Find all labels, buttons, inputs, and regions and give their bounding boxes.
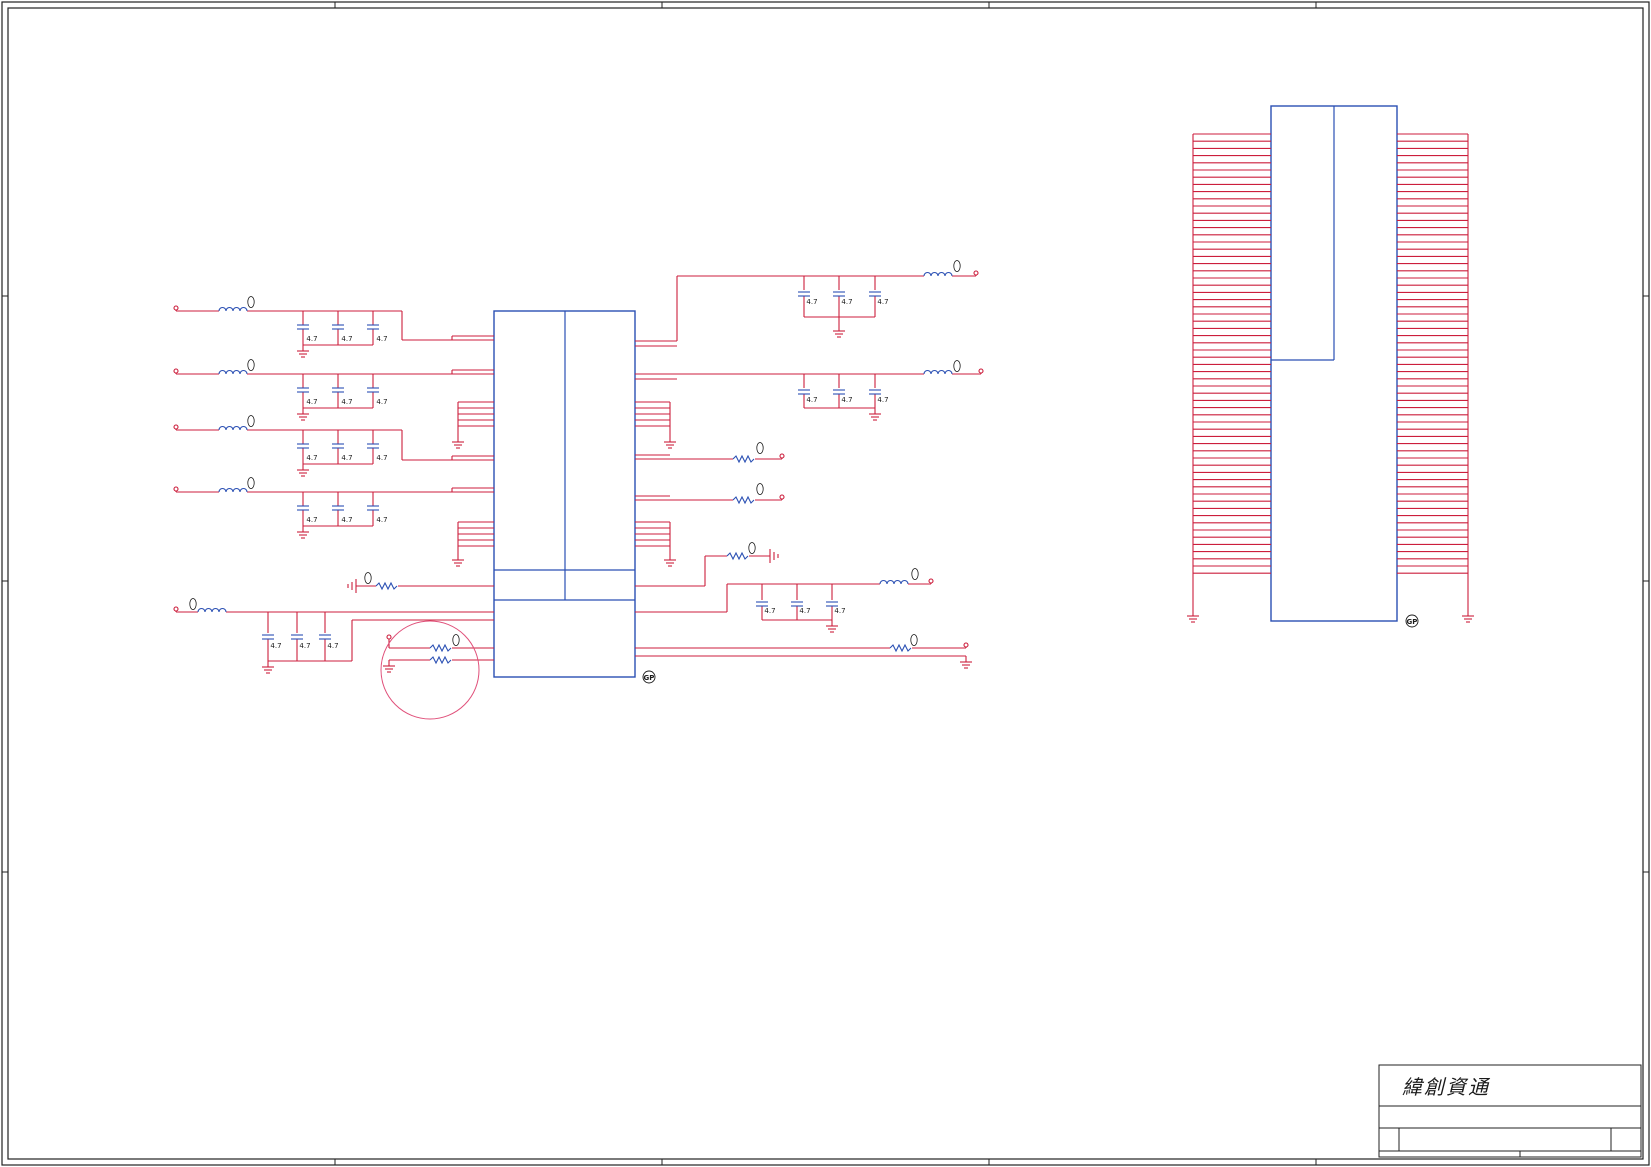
resistor-icon [726,551,749,561]
part-value-label: 4.7 [806,298,817,306]
inductor-icon [923,271,953,277]
part-value-label: 4.7 [341,398,352,406]
part-value-label: 4.7 [341,516,352,524]
refdes-mark [364,572,372,584]
power-port-icon [173,424,179,430]
gp-mark-text: GP [1407,618,1418,626]
review-mark-circle [380,620,480,720]
power-port-icon [173,305,179,311]
power-port-icon [963,642,969,648]
refdes-mark [189,598,197,610]
company-name: 緯創資通 [1402,1075,1490,1099]
resistor-icon [375,581,398,591]
part-value-label: 4.7 [306,454,317,462]
refdes-mark [953,260,961,272]
power-port-icon [386,634,392,640]
part-value-label: 4.7 [841,396,852,404]
refdes-mark [247,415,255,427]
refdes-mark [911,568,919,580]
part-value-label: 4.7 [306,335,317,343]
refdes-mark [247,296,255,308]
refdes-mark [247,477,255,489]
power-port-icon [173,368,179,374]
inductor-icon [218,369,248,375]
power-port-icon [173,606,179,612]
gp-mark [1405,614,1419,628]
part-value-label: 4.7 [306,398,317,406]
part-value-label: 4.7 [376,335,387,343]
part-value-label: 4.7 [341,454,352,462]
resistor-icon [732,495,755,505]
part-value-label: 4.7 [376,454,387,462]
part-value-label: 4.7 [841,298,852,306]
gp-mark [642,670,656,684]
resistor-icon [429,643,452,653]
left-ic-u1[interactable] [493,310,636,678]
part-value-label: 4.7 [877,298,888,306]
part-value-label: 4.7 [877,396,888,404]
inductor-icon [218,306,248,312]
parts [197,271,953,665]
refdes-mark [452,634,460,646]
refdes-mark [756,442,764,454]
refdes-mark [748,542,756,554]
power-port-icon [173,486,179,492]
ground-symbols [262,325,1474,674]
gp-mark-text: GP [644,674,655,682]
part-value-label: 4.7 [799,607,810,615]
title-block [1378,1064,1642,1158]
part-value-label: 4.7 [270,642,281,650]
part-value-label: 4.7 [806,396,817,404]
inductor-icon [923,369,953,375]
wires [173,133,1469,662]
refdes-mark [756,483,764,495]
inductor-icon [218,425,248,431]
part-value-label: 4.7 [834,607,845,615]
right-ic-u2[interactable] [1270,105,1398,622]
part-value-label: 4.7 [327,642,338,650]
power-port-icon [928,578,934,584]
resistor-icon [429,655,452,665]
inductor-icon [197,607,227,613]
inductor-icon [879,579,909,585]
inductor-icon [218,487,248,493]
part-value-label: 4.7 [376,398,387,406]
resistor-icon [732,454,755,464]
refdes-mark [953,360,961,372]
part-value-label: 4.7 [764,607,775,615]
part-labels: 4.7 4.7 4.7 4.7 4.7 4.7 4.7 4.7 4.7 4.7 4.7 4.7 4.7 4… [189,260,1419,684]
power-port-icon [779,494,785,500]
refdes-mark [910,634,918,646]
part-value-label: 4.7 [376,516,387,524]
part-value-label: 4.7 [341,335,352,343]
part-value-label: 4.7 [306,516,317,524]
power-port-icon [978,368,984,374]
refdes-mark [247,359,255,371]
part-value-label: 4.7 [299,642,310,650]
resistor-icon [889,643,912,653]
power-port-icon [973,270,979,276]
power-port-icon [779,453,785,459]
